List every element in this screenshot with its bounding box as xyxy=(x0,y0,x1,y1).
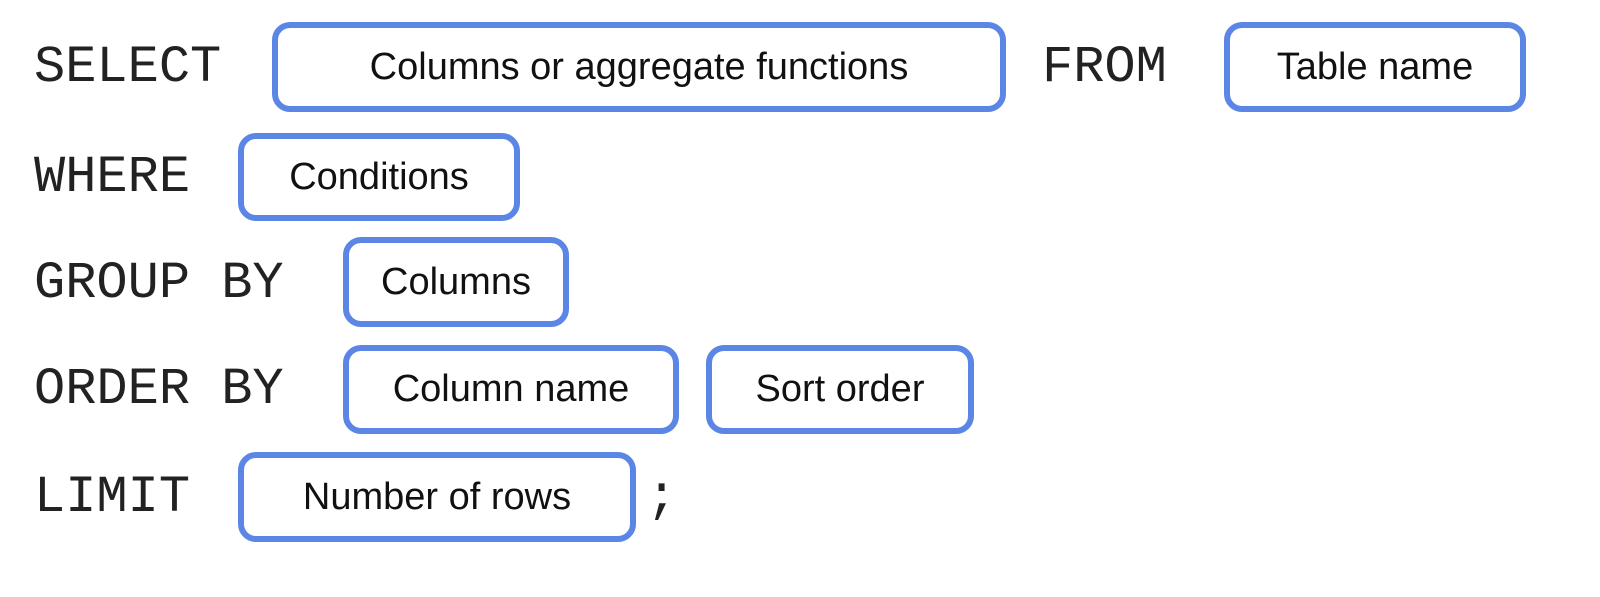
keyword-group-by: GROUP BY xyxy=(34,254,284,313)
keyword-select: SELECT xyxy=(34,38,222,97)
group-columns-slot: Columns xyxy=(343,237,569,327)
keyword-from: FROM xyxy=(1042,38,1167,97)
semicolon-terminator: ; xyxy=(646,468,678,527)
keyword-where: WHERE xyxy=(34,148,191,207)
select-columns-label: Columns or aggregate functions xyxy=(369,45,909,88)
select-columns-slot: Columns or aggregate functions xyxy=(272,22,1006,112)
order-column-label: Column name xyxy=(392,368,630,410)
group-columns-label: Columns xyxy=(381,260,531,303)
table-name-label: Table name xyxy=(1276,45,1474,88)
row-count-label: Number of rows xyxy=(302,475,572,518)
sort-order-slot: Sort order xyxy=(706,345,974,434)
order-column-slot: Column name xyxy=(343,345,679,434)
table-name-slot: Table name xyxy=(1224,22,1526,112)
keyword-order-by: ORDER BY xyxy=(34,360,284,419)
keyword-limit: LIMIT xyxy=(34,468,191,527)
conditions-slot: Conditions xyxy=(238,133,520,221)
row-count-slot: Number of rows xyxy=(238,452,636,542)
conditions-label: Conditions xyxy=(289,155,469,198)
sort-order-label: Sort order xyxy=(755,368,925,410)
